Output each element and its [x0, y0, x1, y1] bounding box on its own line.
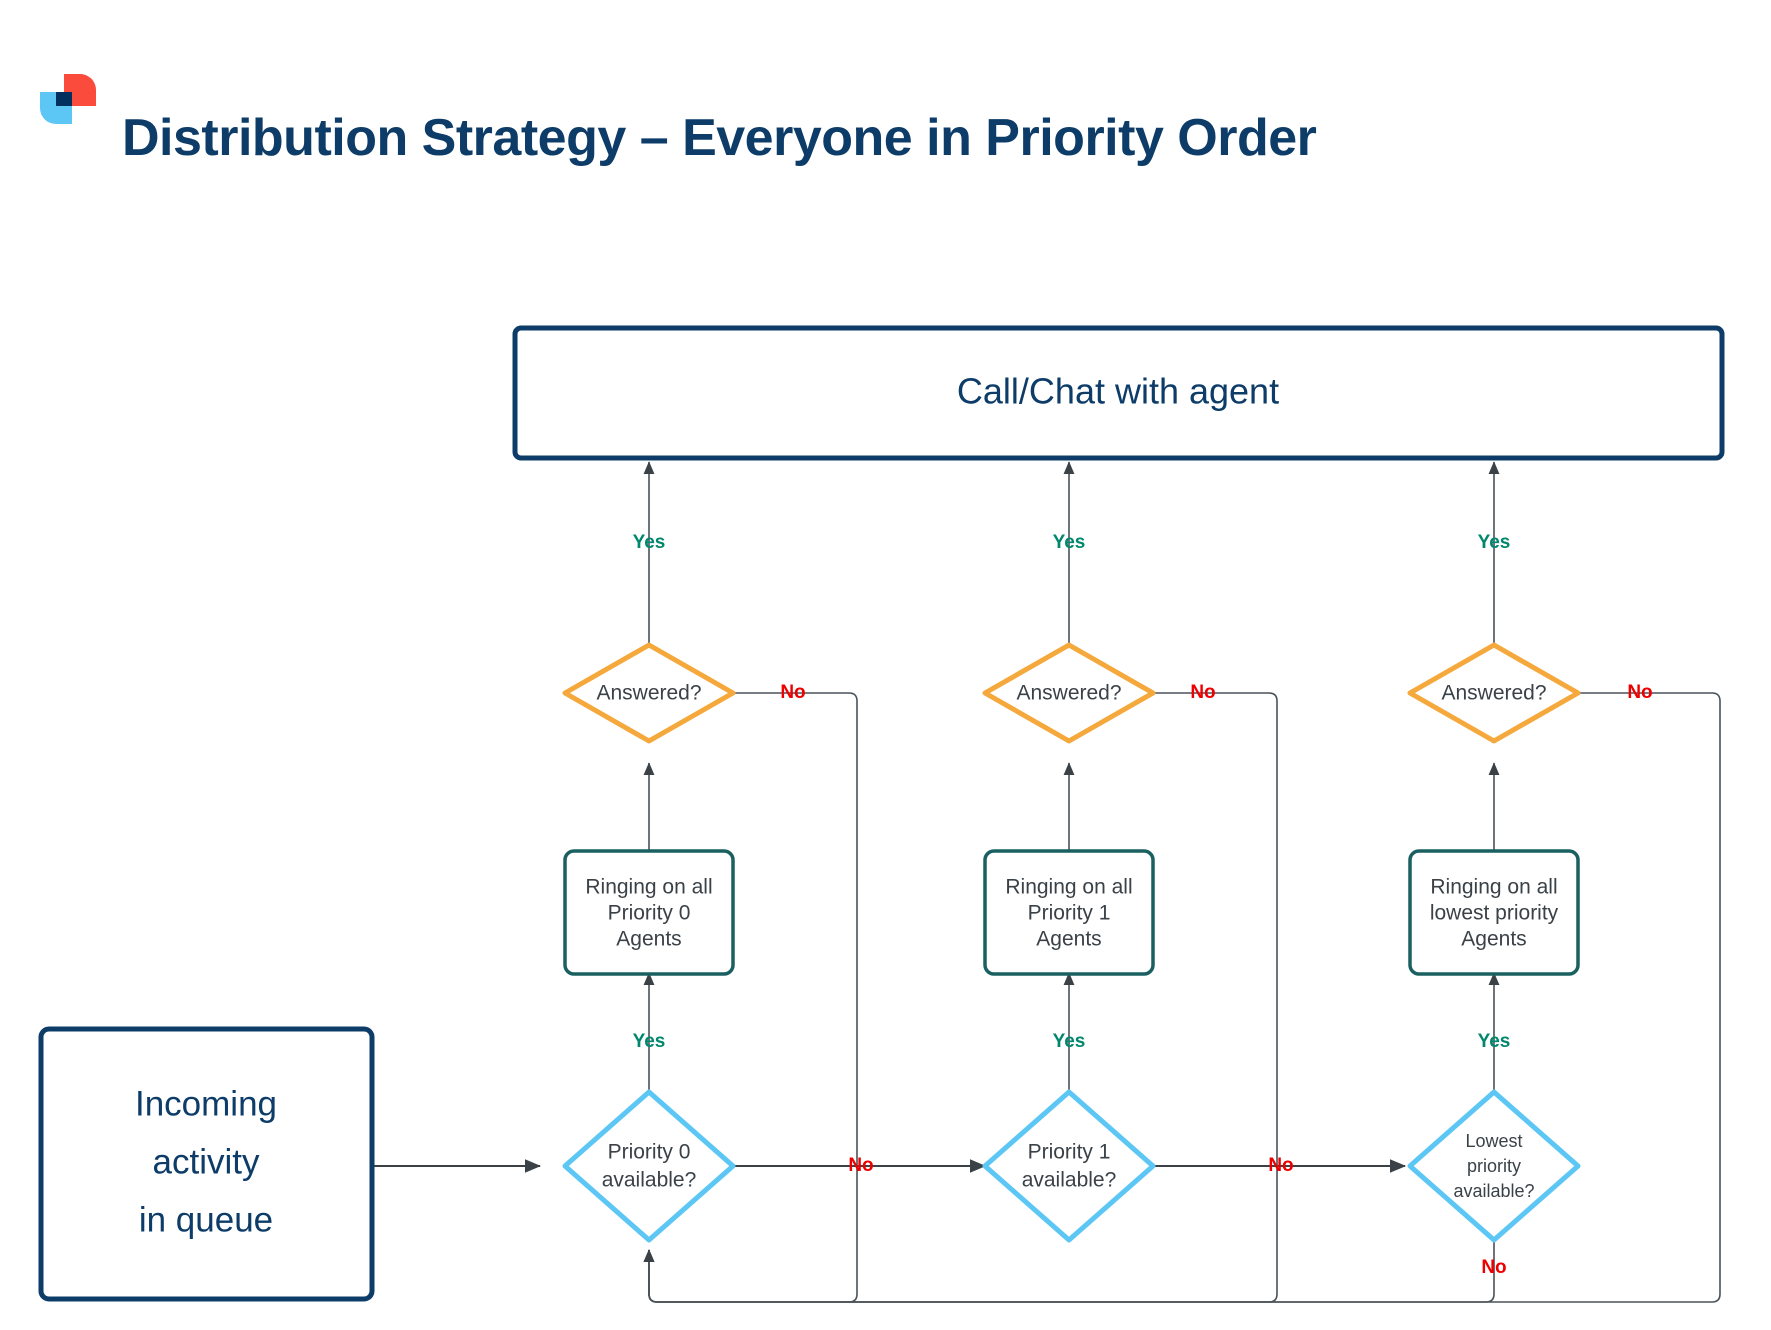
ringing-2-line-2: lowest priority — [1430, 902, 1559, 925]
edge-answered2-no-return — [643, 692, 1721, 1303]
label-no-answered0: No — [780, 682, 805, 703]
call-chat-box[interactable] — [512, 325, 1725, 461]
avail-2-line-3: available? — [1453, 1181, 1534, 1201]
ringing-1-box[interactable] — [983, 849, 1155, 976]
ringing-2-line-1: Ringing on all — [1430, 876, 1557, 899]
avail-0-line-1: Priority 0 — [608, 1141, 691, 1164]
label-no-answered1: No — [1190, 682, 1215, 703]
ringing-0-line-1: Ringing on all — [585, 876, 712, 899]
node-answered-1[interactable]: Answered? — [982, 642, 1156, 744]
ringing-1-line-1: Ringing on all — [1005, 876, 1132, 899]
ringing-0-box[interactable] — [563, 849, 735, 976]
call-chat-label: Call/Chat with agent — [957, 371, 1279, 412]
label-yes-avail2: Yes — [1478, 1031, 1511, 1052]
avail-2-diamond[interactable] — [1407, 1089, 1581, 1243]
label-yes-answered0: Yes — [633, 532, 666, 553]
label-no-answered2: No — [1627, 682, 1652, 703]
avail-1-line-2: available? — [1022, 1169, 1117, 1192]
page-title: Distribution Strategy – Everyone in Prio… — [122, 109, 1317, 167]
answered-0-label: Answered? — [596, 682, 701, 705]
incoming-line-3: in queue — [139, 1200, 273, 1239]
label-no-avail0: No — [848, 1155, 873, 1176]
avail-1-diamond[interactable] — [982, 1089, 1156, 1243]
edge-label-layer: Yes Yes Yes Yes Yes Yes No No No No No N… — [633, 532, 1653, 1278]
node-ringing-0[interactable]: Ringing on all Priority 0 Agents — [563, 849, 735, 976]
label-yes-answered2: Yes — [1478, 532, 1511, 553]
incoming-activity-box[interactable] — [38, 1026, 375, 1302]
node-incoming-activity[interactable]: Incoming activity in queue — [38, 1026, 375, 1302]
avail-2-line-2: priority — [1467, 1156, 1521, 1176]
answered-0-diamond[interactable] — [562, 642, 736, 744]
avail-2-line-1: Lowest — [1465, 1131, 1522, 1151]
answered-1-diamond[interactable] — [982, 642, 1156, 744]
ringing-0-line-2: Priority 0 — [608, 902, 691, 925]
label-yes-answered1: Yes — [1053, 532, 1086, 553]
node-call-chat[interactable]: Call/Chat with agent — [512, 325, 1725, 461]
label-yes-avail1: Yes — [1053, 1031, 1086, 1052]
node-answered-2[interactable]: Answered? — [1407, 642, 1581, 744]
label-no-avail2: No — [1481, 1257, 1506, 1278]
node-avail-1[interactable]: Priority 1 available? — [982, 1089, 1156, 1243]
edge-answered1-no-return — [643, 692, 1278, 1303]
ringing-2-line-3: Agents — [1461, 928, 1526, 951]
answered-2-label: Answered? — [1441, 682, 1546, 705]
node-ringing-2[interactable]: Ringing on all lowest priority Agents — [1408, 849, 1580, 976]
answered-1-label: Answered? — [1016, 682, 1121, 705]
edge-avail2-no-return — [643, 1232, 1495, 1303]
answered-2-diamond[interactable] — [1407, 642, 1581, 744]
label-no-avail1: No — [1268, 1155, 1293, 1176]
avail-0-line-2: available? — [602, 1169, 697, 1192]
node-ringing-1[interactable]: Ringing on all Priority 1 Agents — [983, 849, 1155, 976]
ringing-0-line-3: Agents — [616, 928, 681, 951]
ringing-1-line-2: Priority 1 — [1028, 902, 1111, 925]
incoming-line-2: activity — [153, 1142, 260, 1181]
brand-logo — [34, 68, 102, 136]
ringing-2-box[interactable] — [1408, 849, 1580, 976]
node-avail-2[interactable]: Lowest priority available? — [1407, 1089, 1581, 1243]
incoming-line-1: Incoming — [135, 1084, 277, 1123]
ringing-1-line-3: Agents — [1036, 928, 1101, 951]
label-yes-avail0: Yes — [633, 1031, 666, 1052]
avail-1-line-1: Priority 1 — [1028, 1141, 1111, 1164]
node-answered-0[interactable]: Answered? — [562, 642, 736, 744]
node-avail-0[interactable]: Priority 0 available? — [562, 1089, 736, 1243]
avail-0-diamond[interactable] — [562, 1089, 736, 1243]
